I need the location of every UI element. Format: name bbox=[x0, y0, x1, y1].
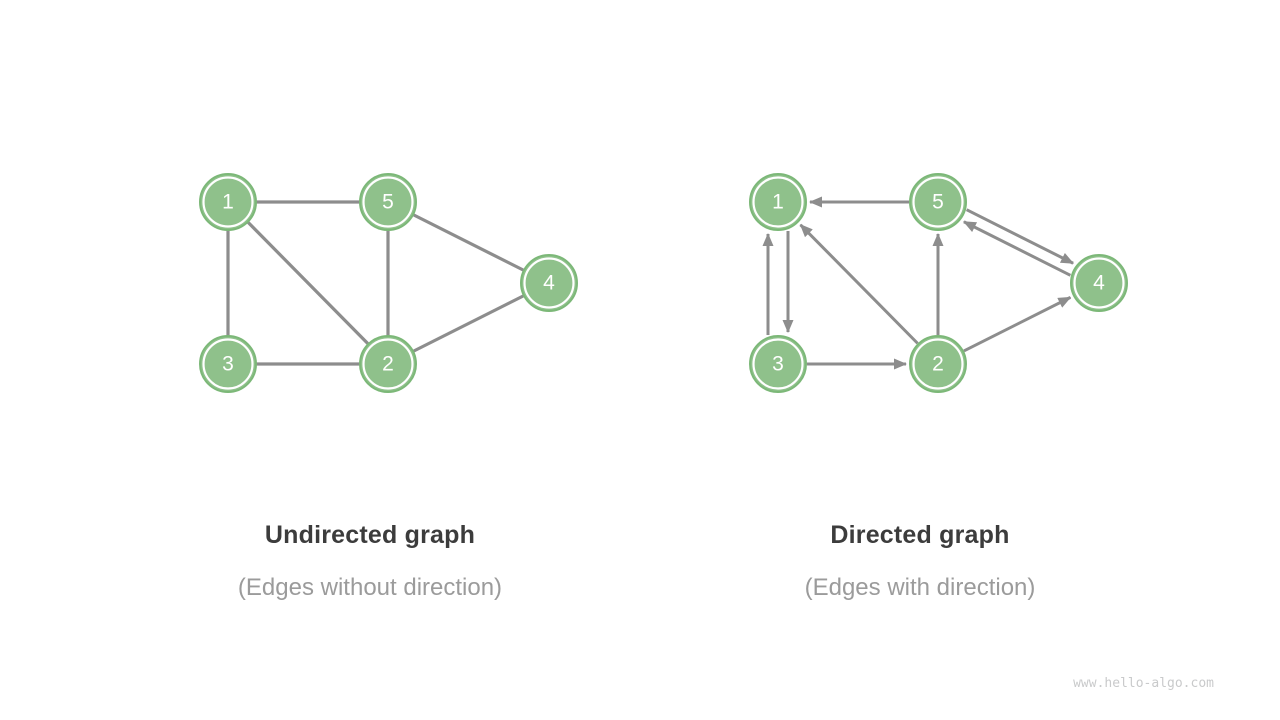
graph-edge-5-4 bbox=[965, 208, 1075, 265]
graph-node-label: 5 bbox=[932, 191, 944, 214]
graph-edge-5-4 bbox=[387, 200, 550, 285]
graph-node-3: 3 bbox=[749, 335, 807, 393]
directed-graph-title: Directed graph bbox=[830, 521, 1010, 549]
graph-node-label: 4 bbox=[1093, 272, 1105, 295]
undirected-graph-subtitle: (Edges without direction) bbox=[237, 574, 503, 601]
graph-edge-2-1 bbox=[799, 223, 919, 345]
graph-node-5: 5 bbox=[359, 173, 417, 231]
undirected-graph-canvas: 1 2 3 4 5 bbox=[199, 173, 578, 393]
graph-node-label: 4 bbox=[543, 272, 555, 295]
directed-graph-canvas: 1 2 3 4 5 bbox=[749, 173, 1128, 393]
graph-node-label: 5 bbox=[382, 191, 394, 214]
graph-node-2: 2 bbox=[909, 335, 967, 393]
directed-graph-subtitle: (Edges with direction) bbox=[804, 574, 1036, 601]
graph-node-2: 2 bbox=[359, 335, 417, 393]
graph-node-4: 4 bbox=[520, 254, 578, 312]
graph-node-label: 2 bbox=[932, 353, 944, 376]
graph-edge-4-5 bbox=[962, 220, 1072, 277]
graph-node-label: 1 bbox=[222, 191, 234, 214]
undirected-graph-title: Undirected graph bbox=[264, 521, 476, 549]
graph-node-1: 1 bbox=[199, 173, 257, 231]
website-watermark: www.hello-algo.com bbox=[1073, 676, 1214, 691]
graph-node-4: 4 bbox=[1070, 254, 1128, 312]
graph-edge-1-2 bbox=[226, 200, 390, 366]
graph-node-5: 5 bbox=[909, 173, 967, 231]
graph-node-label: 3 bbox=[772, 353, 784, 376]
graph-node-label: 2 bbox=[382, 353, 394, 376]
graph-node-1: 1 bbox=[749, 173, 807, 231]
graph-edge-2-4 bbox=[963, 296, 1072, 353]
graph-node-3: 3 bbox=[199, 335, 257, 393]
graph-node-label: 1 bbox=[772, 191, 784, 214]
graph-node-label: 3 bbox=[222, 353, 234, 376]
graph-edge-2-4 bbox=[387, 281, 550, 366]
